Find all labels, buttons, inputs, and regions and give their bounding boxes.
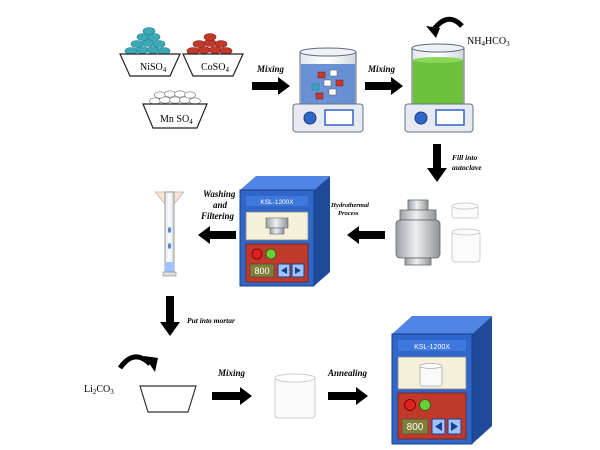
furnace-1: KSL-1200X 800 [239,176,330,287]
mixed-crystals [311,69,344,100]
step-mixing-2: Mixing [367,64,396,74]
li2co3-label: Li2CO3 [84,384,114,396]
arrow-down-2 [160,296,180,336]
curved-arrow-li2co3 [117,354,152,370]
step-annealing: Annealing [327,368,368,378]
mnso4-crystals [149,90,201,105]
arrow-right-3 [212,387,252,405]
step-washing-line3: Filtering [200,211,235,221]
mnso4-bowl: Mn SO4 [142,90,208,129]
niso4-label: NiSO4 [140,62,167,74]
arrow-left-1 [347,226,385,244]
coso4-bowl: CoSO4 [182,33,244,77]
step-washing-line2: and [213,200,228,210]
step-hydrothermal-line1: Hydrothermal [330,202,369,209]
step-mixing-3: Mixing [217,368,246,378]
coso4-label: CoSO4 [201,62,229,74]
furnace-2-model: KSL-1200X [414,344,450,351]
arrow-right-2 [365,77,403,95]
mortar [139,385,197,413]
furnace-1-display: 800 [254,266,269,276]
step-fill-into-line2: autoclave [452,163,482,172]
niso4-crystals [124,27,171,55]
coso4-crystals [186,33,233,55]
arrow-right-1 [252,77,290,95]
furnace-2-display: 800 [407,422,424,433]
furnace-1-model: KSL-1200X [260,199,294,206]
beaker-stirrer-1 [292,47,364,133]
beaker-stirrer-2 [404,43,474,133]
teflon-liners [451,202,481,263]
arrow-left-2 [198,226,236,244]
niso4-bowl: NiSO4 [119,27,181,77]
furnace-2: KSL-1200X 800 [391,316,492,445]
step-hydrothermal-line2: Process [338,210,359,217]
crucible [274,373,316,419]
filter-column [154,191,185,277]
step-mixing-1: Mixing [256,64,285,74]
arrow-down-1 [427,144,447,182]
mnso4-label: Mn SO4 [160,114,193,126]
autoclave [395,199,441,266]
step-fill-into-line1: Fill into [452,153,477,162]
step-put-into-mortar: Put into mortar [187,316,235,325]
step-washing-line1: Washing [203,189,236,199]
nh4hco3-label: NH4HCO3 [467,36,510,48]
arrow-right-4 [328,387,368,405]
